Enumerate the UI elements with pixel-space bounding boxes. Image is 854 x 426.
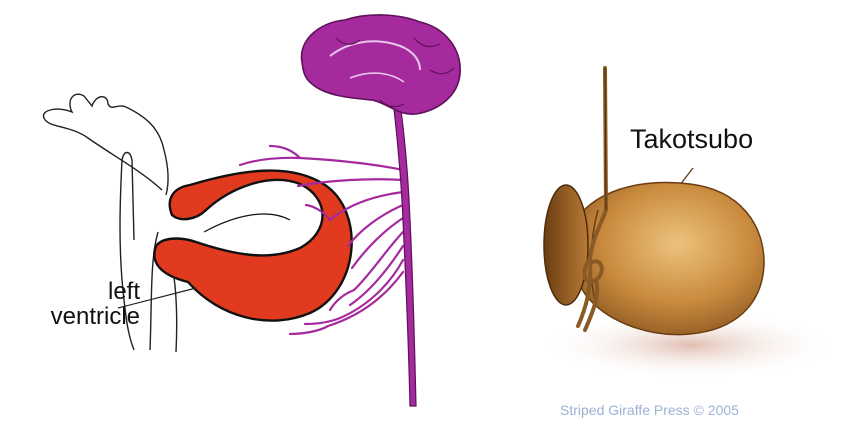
takotsubo-pot bbox=[540, 183, 840, 380]
left-ventricle-label-line1: left bbox=[16, 279, 140, 304]
takotsubo-label: Takotsubo bbox=[630, 124, 753, 155]
brain bbox=[302, 15, 461, 114]
left-ventricle-label: left ventricle bbox=[16, 279, 140, 329]
pot-mouth bbox=[544, 185, 588, 305]
copyright-credit: Striped Giraffe Press © 2005 bbox=[560, 402, 739, 418]
spinal-cord bbox=[393, 96, 416, 406]
left-ventricle-label-line2: ventricle bbox=[16, 304, 140, 329]
left-ventricle bbox=[154, 171, 351, 321]
